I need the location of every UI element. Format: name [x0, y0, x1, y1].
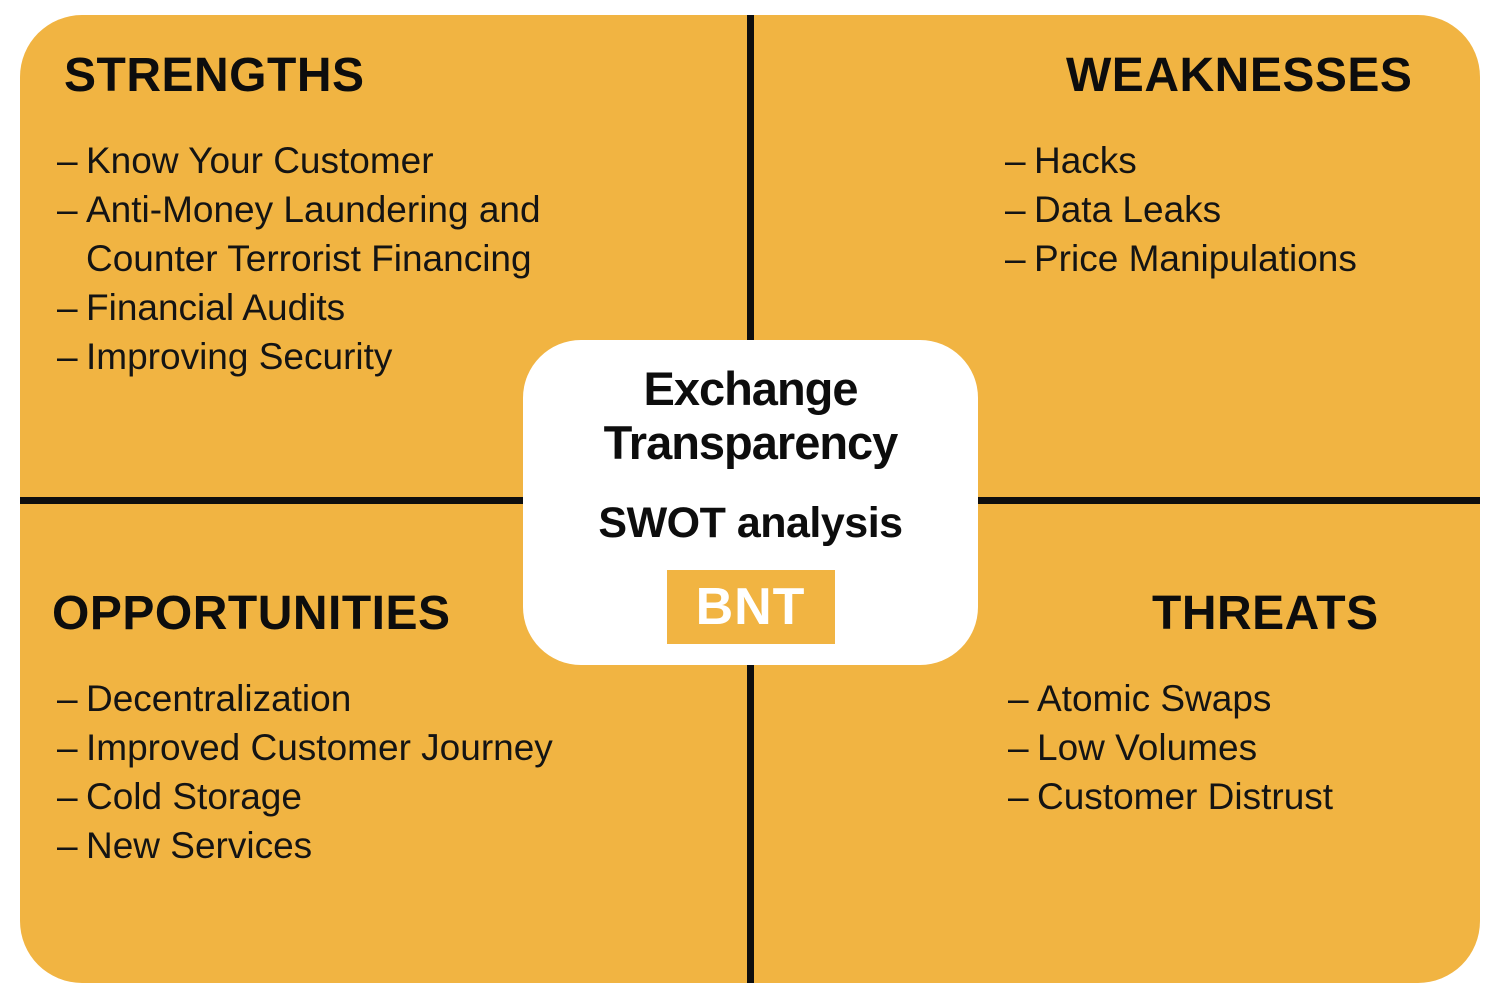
- list-item-line: –Price Manipulations: [1005, 234, 1357, 283]
- bullet-dash: –: [57, 189, 78, 230]
- list-item: –Data Leaks: [1005, 185, 1357, 234]
- opportunities-list: –Decentralization–Improved Customer Jour…: [57, 674, 553, 870]
- list-item-text: Low Volumes: [1037, 727, 1258, 768]
- bullet-dash: –: [1008, 727, 1029, 768]
- list-item-line: Counter Terrorist Financing: [57, 234, 541, 283]
- opportunities-title: OPPORTUNITIES: [52, 587, 451, 640]
- card-subtitle: SWOT analysis: [598, 499, 903, 547]
- strengths-title: STRENGTHS: [64, 49, 365, 102]
- list-item: –Cold Storage: [57, 772, 553, 821]
- list-item: –Decentralization: [57, 674, 553, 723]
- list-item-text: Cold Storage: [86, 776, 302, 817]
- list-item: –Know Your Customer: [57, 136, 541, 185]
- list-item: –Financial Audits: [57, 283, 541, 332]
- bullet-dash: –: [57, 336, 78, 377]
- list-item-text: Improving Security: [86, 336, 393, 377]
- bullet-dash: –: [1005, 238, 1026, 279]
- list-item-text: Counter Terrorist Financing: [86, 238, 532, 279]
- list-item-line: –Low Volumes: [1008, 723, 1333, 772]
- bnt-logo: BNT: [666, 570, 835, 644]
- list-item-line: –Know Your Customer: [57, 136, 541, 185]
- list-item-text: Financial Audits: [86, 287, 346, 328]
- bullet-dash: –: [57, 825, 78, 866]
- list-item-line: –Data Leaks: [1005, 185, 1357, 234]
- list-item: –Price Manipulations: [1005, 234, 1357, 283]
- bullet-dash: –: [57, 727, 78, 768]
- list-item: –New Services: [57, 821, 553, 870]
- list-item-line: –Improved Customer Journey: [57, 723, 553, 772]
- bullet-dash: –: [57, 287, 78, 328]
- list-item: –Customer Distrust: [1008, 772, 1333, 821]
- list-item-text: Customer Distrust: [1037, 776, 1334, 817]
- bullet-dash: –: [1005, 189, 1026, 230]
- list-item-text: Anti-Money Laundering and: [86, 189, 541, 230]
- bullet-dash: –: [57, 678, 78, 719]
- list-item-text: Know Your Customer: [86, 140, 434, 181]
- list-item-line: –New Services: [57, 821, 553, 870]
- list-item-text: Data Leaks: [1034, 189, 1222, 230]
- card-title-line1: Exchange: [643, 362, 858, 415]
- list-item-line: –Decentralization: [57, 674, 553, 723]
- list-item-line: –Hacks: [1005, 136, 1357, 185]
- bnt-logo-text: BNT: [695, 578, 806, 636]
- list-item-text: Improved Customer Journey: [86, 727, 553, 768]
- list-item-line: –Anti-Money Laundering and: [57, 185, 541, 234]
- list-item-text: Hacks: [1034, 140, 1137, 181]
- strengths-list: –Know Your Customer–Anti-Money Launderin…: [57, 136, 541, 381]
- list-item-text: New Services: [86, 825, 313, 866]
- list-item-line: –Improving Security: [57, 332, 541, 381]
- list-item-text: Atomic Swaps: [1037, 678, 1272, 719]
- bullet-dash: –: [57, 776, 78, 817]
- list-item-text: Price Manipulations: [1034, 238, 1357, 279]
- bullet-dash: –: [1005, 140, 1026, 181]
- threats-list: –Atomic Swaps–Low Volumes–Customer Distr…: [1008, 674, 1333, 821]
- list-item-text: Decentralization: [86, 678, 352, 719]
- list-item: –Hacks: [1005, 136, 1357, 185]
- threats-title: THREATS: [1152, 587, 1379, 640]
- center-card: Exchange Transparency SWOT analysis BNT: [523, 340, 978, 665]
- bullet-dash: –: [1008, 776, 1029, 817]
- weaknesses-title: WEAKNESSES: [1066, 49, 1413, 102]
- bullet-dash: –: [1008, 678, 1029, 719]
- list-item-line: –Financial Audits: [57, 283, 541, 332]
- card-title-line2: Transparency: [603, 416, 899, 469]
- list-item-line: –Cold Storage: [57, 772, 553, 821]
- weaknesses-list: –Hacks–Data Leaks–Price Manipulations: [1005, 136, 1357, 283]
- list-item-line: –Customer Distrust: [1008, 772, 1333, 821]
- list-item-line: –Atomic Swaps: [1008, 674, 1333, 723]
- list-item: –Low Volumes: [1008, 723, 1333, 772]
- list-item: –Improved Customer Journey: [57, 723, 553, 772]
- list-item: –Atomic Swaps: [1008, 674, 1333, 723]
- list-item: –Improving Security: [57, 332, 541, 381]
- bullet-dash: –: [57, 140, 78, 181]
